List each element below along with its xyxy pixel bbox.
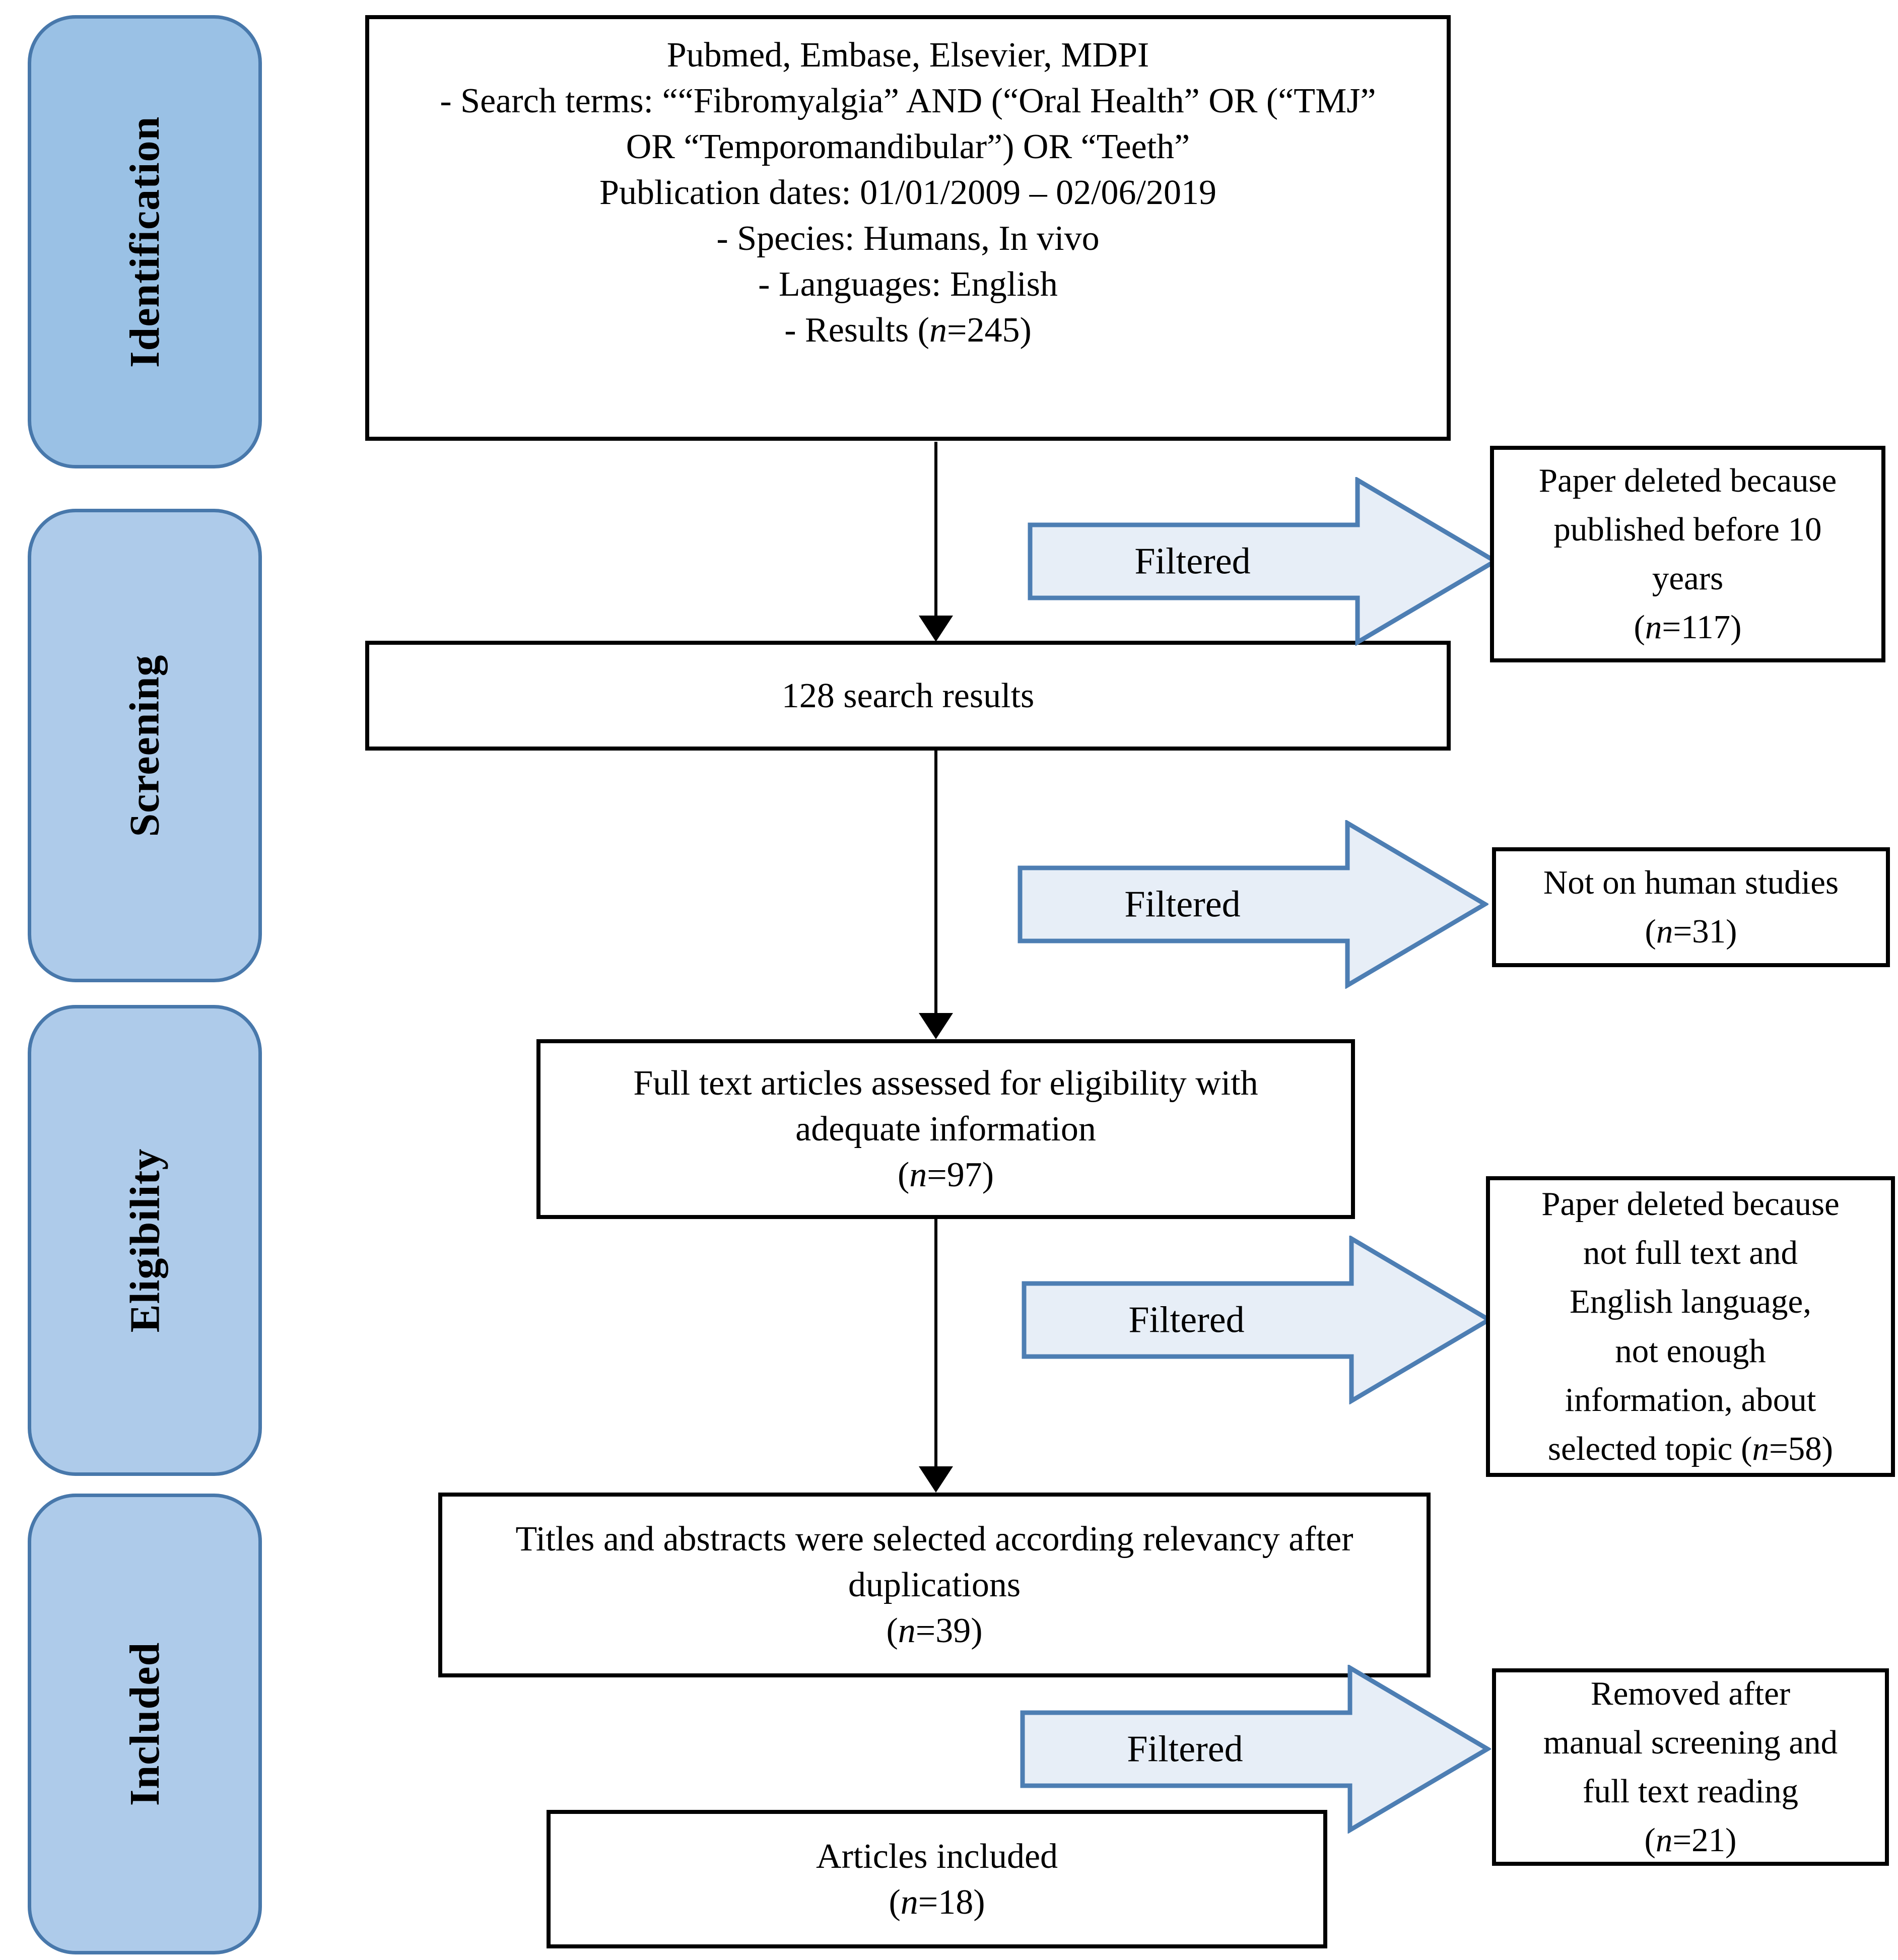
stage-eligibility: Eligibility [28, 1005, 262, 1476]
down-arrowhead-icon [919, 1466, 953, 1493]
text-line: 128 search results [781, 676, 1035, 715]
stage-included: Included [28, 1494, 262, 1954]
right-block-arrow-icon [1028, 477, 1499, 646]
text-line: (n=117) [1634, 609, 1742, 646]
text-line: Full text articles assessed for eligibil… [633, 1064, 1258, 1103]
text-line: - Species: Humans, In vivo [716, 219, 1100, 258]
stage-eligibility-label: Eligibility [121, 1148, 168, 1333]
filtered-result-box-manual-screening: Removed after manual screening and full te… [1492, 1668, 1889, 1866]
filtered-arrow-label: Filtered [1124, 884, 1241, 925]
filtered-arrow-label: Filtered [1128, 1299, 1245, 1340]
text-line: OR “Temporomandibular”) OR “Teeth” [626, 127, 1190, 166]
text-line: manual screening and [1543, 1723, 1838, 1761]
filtered-arrow-label: Filtered [1127, 1728, 1243, 1770]
text-line: years [1652, 560, 1724, 597]
text-line: not enough [1615, 1332, 1766, 1370]
connector-line-2 [934, 751, 937, 1014]
text-line: Removed after [1590, 1674, 1791, 1712]
filtered-arrow-4: Filtered [1020, 1665, 1491, 1834]
articles-included-box: Articles included (n=18) [547, 1810, 1327, 1948]
stage-screening-label: Screening [121, 654, 168, 837]
right-block-arrow-icon [1018, 820, 1488, 989]
text-line: information, about [1565, 1381, 1816, 1418]
connector-line-3 [934, 1219, 937, 1467]
text-line: - Languages: English [758, 265, 1058, 304]
right-block-arrow-icon [1022, 1236, 1493, 1404]
search-strategy-box: Pubmed, Embase, Elsevier, MDPI - Search t… [365, 15, 1451, 441]
search-results-box: 128 search results [365, 641, 1451, 751]
text-line: (n=97) [897, 1156, 994, 1194]
text-line: Articles included [816, 1837, 1058, 1876]
text-line: selected topic (n=58) [1547, 1430, 1834, 1467]
text-line: (n=31) [1645, 913, 1737, 950]
filtered-result-box-published-before-10-years: Paper deleted because published before 10… [1490, 446, 1885, 662]
filtered-arrow-1: Filtered [1028, 477, 1499, 646]
right-block-arrow-icon [1020, 1665, 1491, 1834]
filtered-result-box-not-human-studies: Not on human studies (n=31) [1492, 847, 1890, 967]
text-line: full text reading [1583, 1773, 1798, 1810]
text-line: English language, [1569, 1283, 1812, 1321]
filtered-arrow-label: Filtered [1134, 540, 1251, 582]
stage-identification: Identification [28, 15, 262, 468]
filtered-arrow-3: Filtered [1022, 1236, 1493, 1404]
text-line: Pubmed, Embase, Elsevier, MDPI [666, 36, 1149, 75]
text-line: Publication dates: 01/01/2009 – 02/06/20… [599, 173, 1216, 212]
text-line: duplications [848, 1566, 1021, 1604]
text-line: (n=18) [889, 1882, 985, 1922]
text-line: Paper deleted because [1538, 461, 1837, 499]
text-line: (n=39) [886, 1611, 983, 1650]
text-line: Paper deleted because [1541, 1185, 1840, 1223]
stage-identification-label: Identification [121, 116, 168, 368]
text-line: adequate information [795, 1110, 1096, 1148]
text-line: Titles and abstracts were selected accor… [515, 1520, 1353, 1559]
text-line: published before 10 [1553, 510, 1822, 548]
full-text-assessed-box: Full text articles assessed for eligibil… [536, 1039, 1355, 1219]
stage-screening: Screening [28, 509, 262, 982]
text-line: - Results (n=245) [784, 311, 1032, 350]
stage-included-label: Included [121, 1642, 168, 1806]
text-line: - Search terms: ““Fibromyalgia” AND (“Or… [440, 82, 1376, 120]
text-line: (n=21) [1644, 1821, 1737, 1859]
down-arrowhead-icon [919, 616, 953, 642]
down-arrowhead-icon [919, 1013, 953, 1039]
text-line: not full text and [1583, 1234, 1798, 1272]
titles-abstracts-box: Titles and abstracts were selected accor… [438, 1493, 1431, 1677]
filtered-arrow-2: Filtered [1018, 820, 1488, 989]
connector-line-1 [934, 442, 937, 617]
text-line: Not on human studies [1543, 863, 1839, 901]
